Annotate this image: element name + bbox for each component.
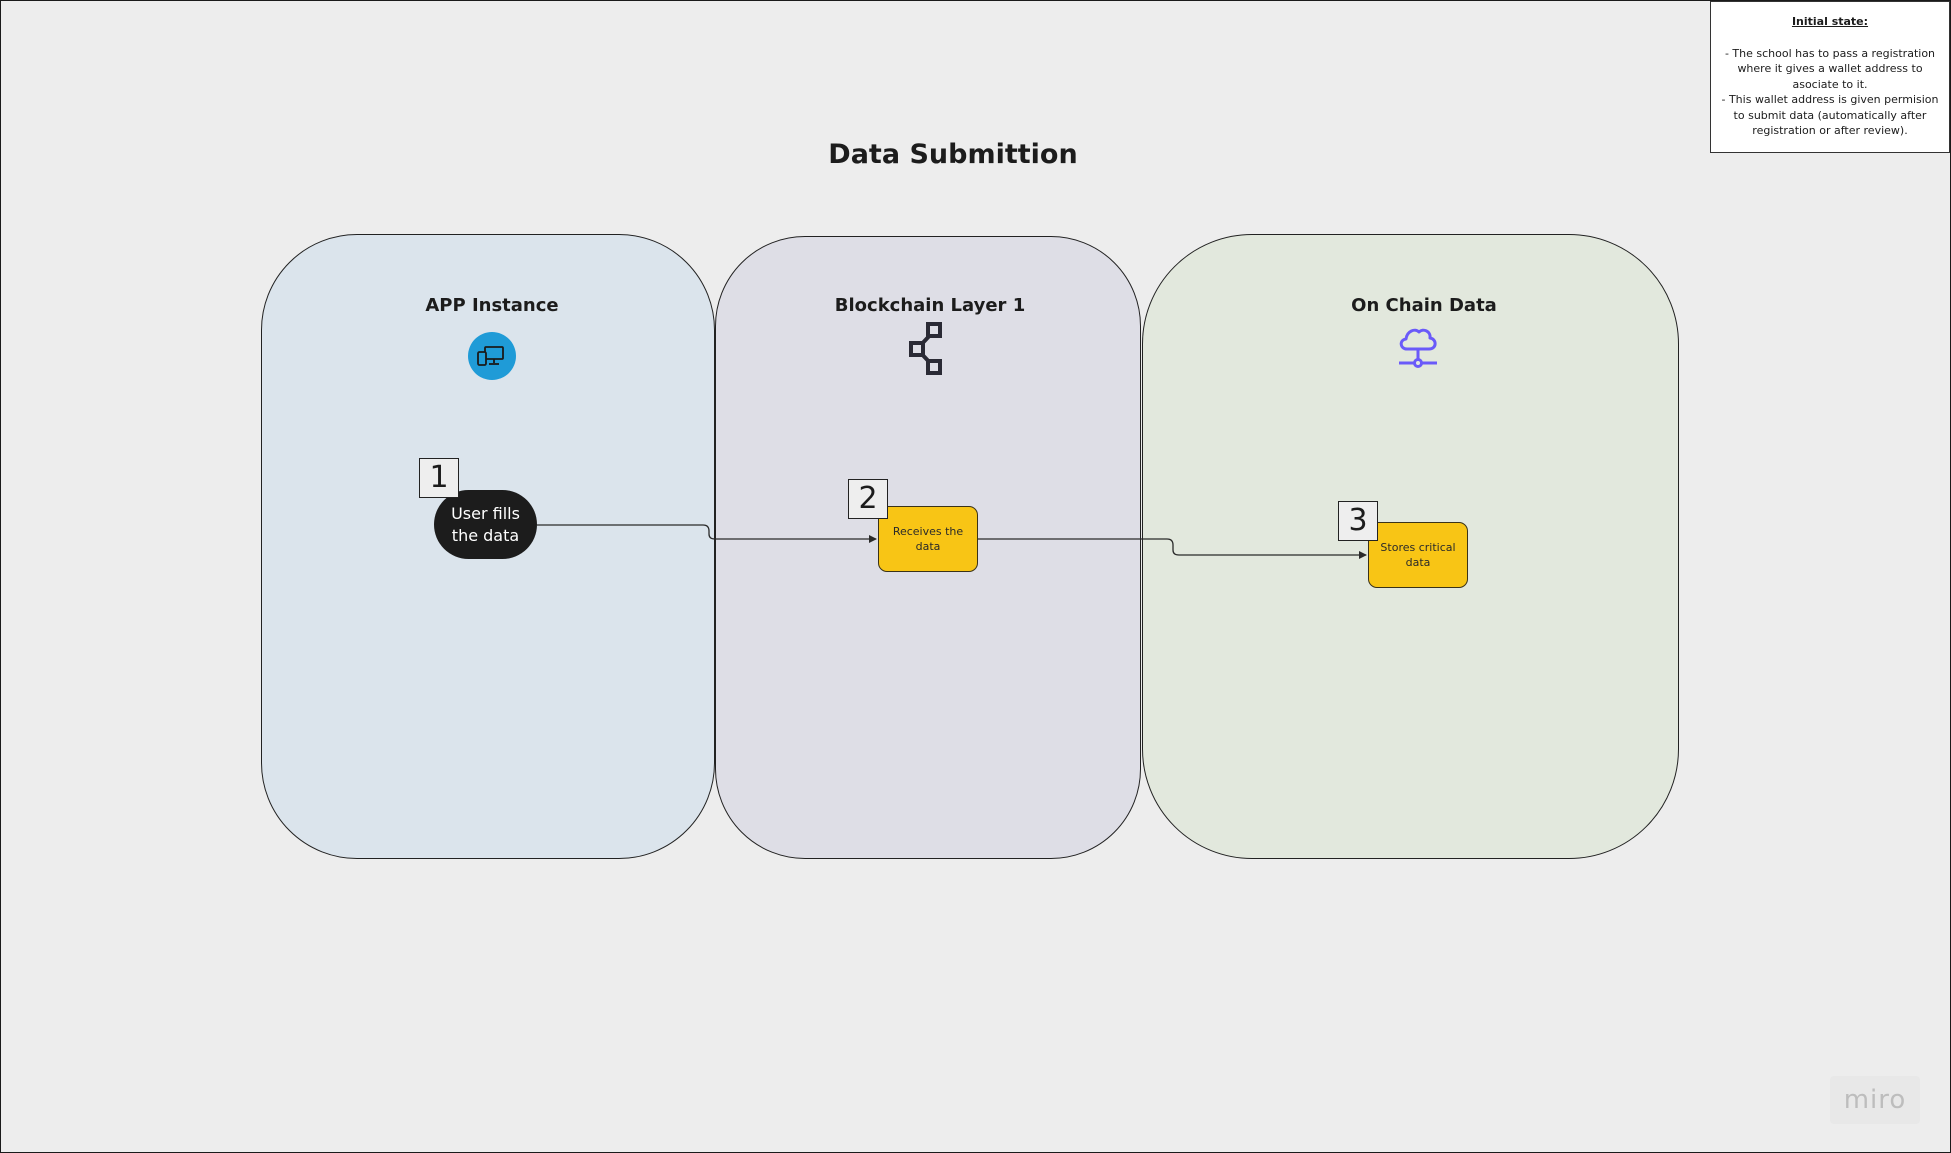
cloud-network-icon	[1399, 328, 1437, 368]
step-1-node[interactable]: User fills the data	[434, 490, 537, 559]
connector-step-1-to-2[interactable]	[537, 524, 877, 543]
note-line-2: - This wallet address is given permision…	[1721, 93, 1939, 137]
lane-title-blockchain-layer-1: Blockchain Layer 1	[834, 295, 1026, 316]
note-heading: Initial state:	[1791, 15, 1869, 28]
devices-icon	[468, 332, 516, 380]
step-1-number[interactable]: 1	[419, 458, 459, 498]
connector-step-2-to-3[interactable]	[978, 538, 1367, 559]
step-3-node[interactable]: Stores critical data	[1368, 522, 1468, 588]
step-2-number[interactable]: 2	[848, 479, 888, 519]
miro-watermark: miro	[1830, 1076, 1920, 1124]
lane-title-on-chain-data: On Chain Data	[1351, 295, 1497, 316]
step-3-number[interactable]: 3	[1338, 501, 1378, 541]
lane-title-app-instance: APP Instance	[425, 295, 559, 316]
diagram-title: Data Submittion	[828, 139, 1078, 170]
note-line-1: - The school has to pass a registration …	[1724, 46, 1936, 91]
network-icon	[909, 322, 942, 375]
step-2-node[interactable]: Receives the data	[878, 506, 978, 572]
initial-state-note[interactable]: Initial state: - The school has to pass …	[1710, 1, 1950, 153]
